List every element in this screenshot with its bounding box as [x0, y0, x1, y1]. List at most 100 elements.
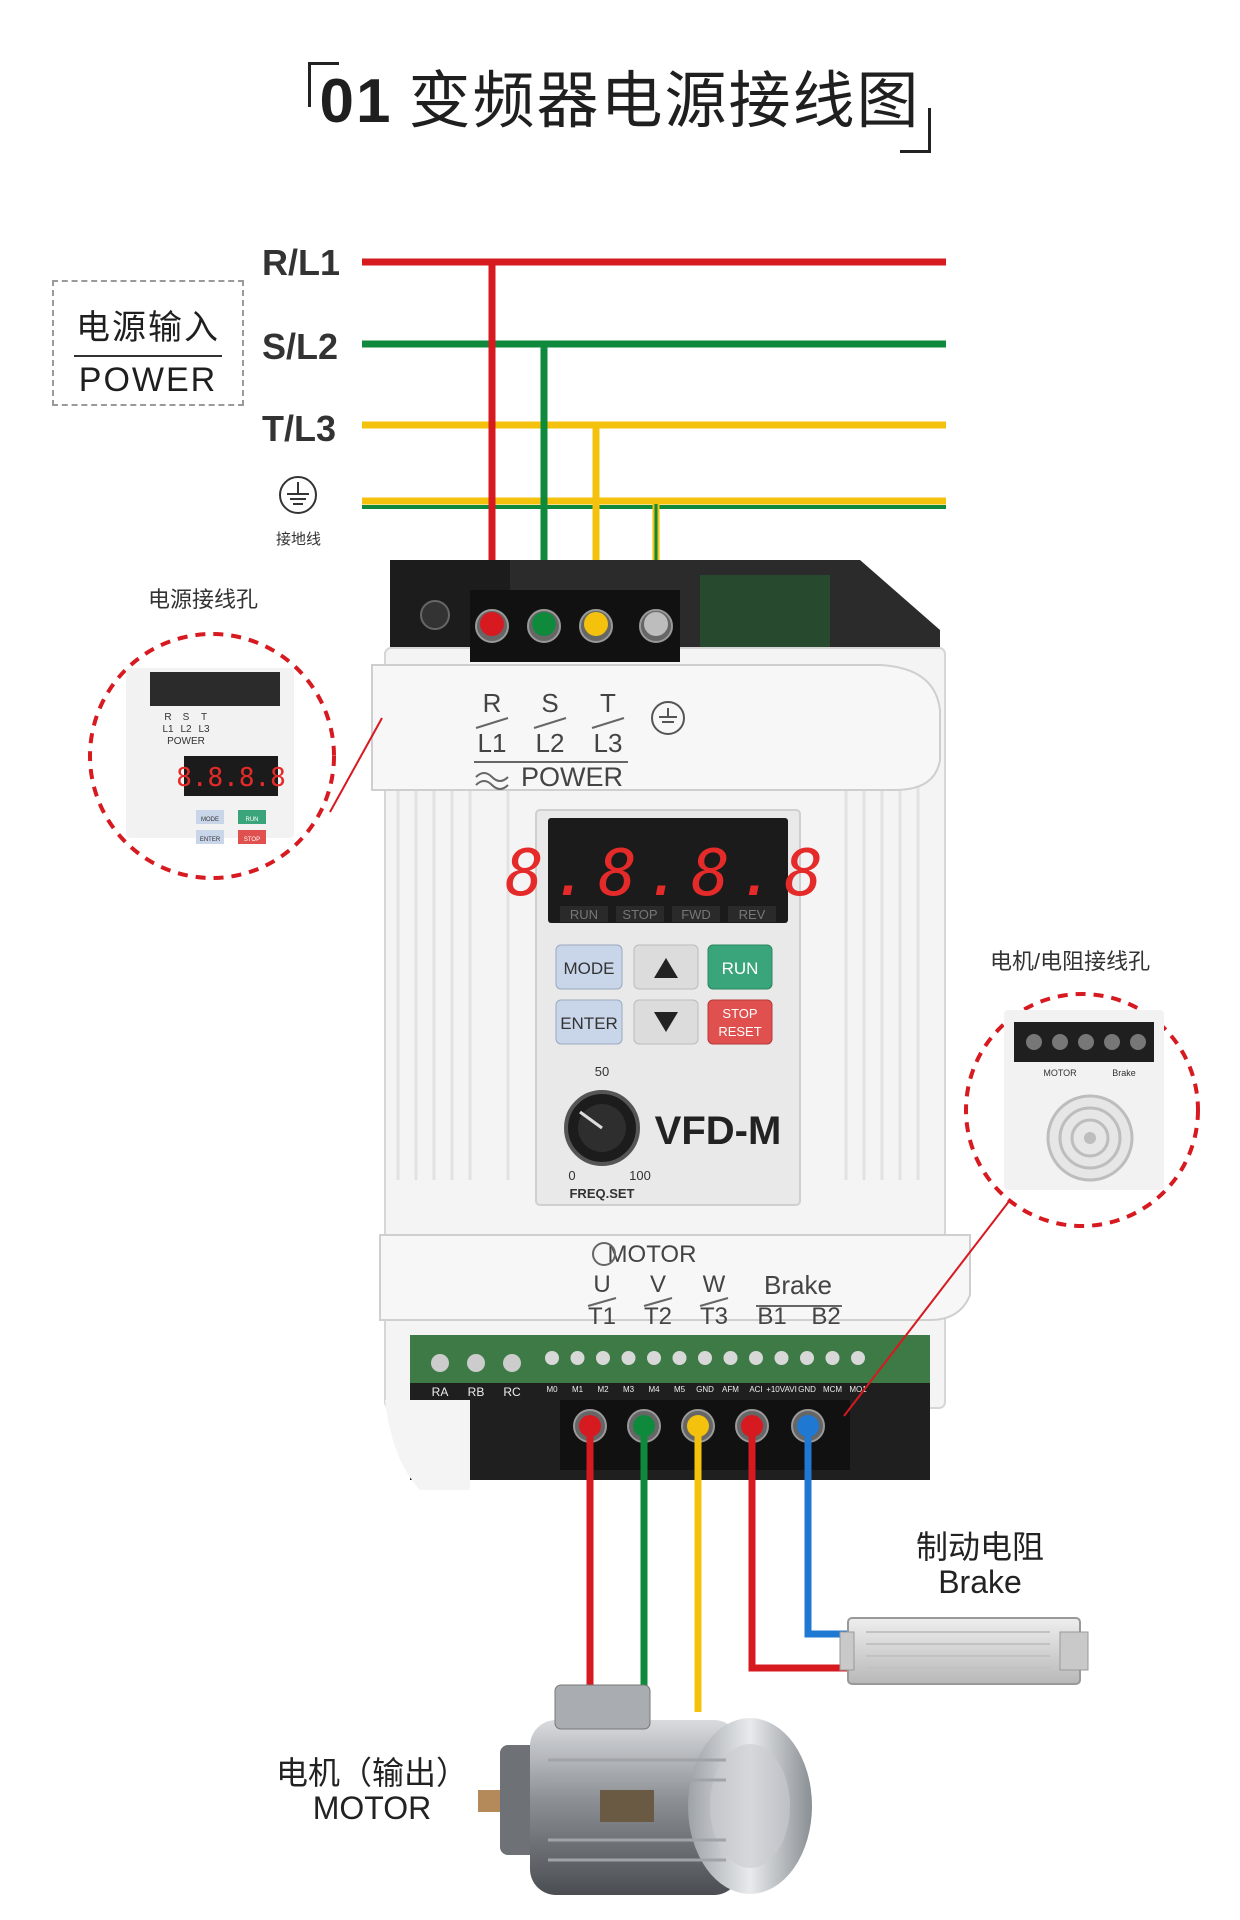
mini-brake: Brake	[1112, 1068, 1136, 1078]
title-bracket-close	[900, 108, 931, 153]
arrow-up-icon	[654, 958, 678, 978]
arrow-down-icon	[654, 1012, 678, 1032]
knob-label: FREQ.SET	[569, 1186, 634, 1201]
motor-cover-label: MOTOR	[608, 1241, 697, 1268]
wire-end-t	[584, 612, 608, 636]
title-text: 变频器电源接线图	[408, 67, 921, 136]
terminal-u: U	[593, 1271, 610, 1298]
wire-end-s	[532, 612, 556, 636]
mini-terminal-l3: L3	[198, 724, 210, 735]
status-leds: RUN STOP FWD REV	[560, 906, 776, 922]
right-callout: MOTOR Brake	[964, 992, 1200, 1228]
io-terminal-screw	[596, 1351, 610, 1365]
wire-end-r	[480, 612, 504, 636]
mini-terminal-l2: L2	[180, 724, 192, 735]
title-bracket-open	[308, 62, 339, 107]
terminal-v: V	[650, 1271, 666, 1298]
io-terminal-screw	[749, 1351, 763, 1365]
io-terminal-screw	[621, 1351, 636, 1365]
io-terminal-screw	[851, 1351, 865, 1365]
down-button[interactable]	[633, 999, 699, 1045]
io-terminal-screw	[545, 1351, 559, 1365]
io-terminal-label: +10VAVI	[766, 1385, 797, 1394]
io-terminal-screw	[800, 1351, 814, 1365]
top-power-label: POWER	[521, 762, 623, 792]
mini-stop: STOP	[244, 837, 260, 843]
motor-label-en: MOTOR	[312, 1790, 432, 1827]
io-terminal-label: M5	[674, 1385, 686, 1394]
freq-knob[interactable]	[564, 1090, 640, 1166]
motor-label-cn: 电机（输出）	[275, 1755, 468, 1791]
bottom-cover-labels: MOTOR U V W T1 T2 T3 Brake B1 B2	[588, 1241, 841, 1330]
mini-terminal-r: R	[164, 712, 171, 723]
top-terminal-s: S	[541, 688, 558, 718]
up-button[interactable]	[633, 944, 699, 990]
mini-motor: MOTOR	[1043, 1068, 1077, 1078]
power-box-en: POWER	[78, 361, 218, 399]
io-terminal-screw	[570, 1351, 585, 1365]
knob-scale: 50 0 100 FREQ.SET	[568, 1064, 650, 1201]
brake-resistor	[839, 1617, 1089, 1685]
knob-mid: 50	[595, 1064, 609, 1079]
motor-image	[478, 1684, 812, 1895]
left-callout-title: 电源接线孔	[148, 587, 259, 612]
relay-ra: RA	[432, 1385, 449, 1399]
mini-terminal-t: T	[201, 712, 207, 723]
enter-button-label: ENTER	[560, 1014, 618, 1033]
relay-rc: RC	[503, 1385, 521, 1399]
mini-power: POWER	[167, 736, 205, 747]
io-terminal-label: GND	[798, 1385, 816, 1394]
io-terminal-label: M1	[572, 1385, 584, 1394]
brake-resistor-en: Brake	[938, 1564, 1022, 1601]
mini-run: RUN	[246, 817, 259, 823]
top-cover-dividers	[474, 717, 628, 763]
io-terminal-screw	[698, 1351, 712, 1365]
brake-resistor-label: 制动电阻 Brake	[880, 1529, 1080, 1601]
mini-display: 8.8.8.8	[176, 763, 286, 793]
stop-reset-button[interactable]: STOP RESET	[707, 999, 773, 1045]
knob-min: 0	[568, 1168, 575, 1183]
led-fwd: FWD	[681, 907, 711, 922]
io-terminal-label: M0	[546, 1385, 558, 1394]
relay-terminal-block	[420, 1345, 530, 1381]
left-callout: 8.8.8.8 MODE RUN ENTER STOP R S T L1 L2 …	[88, 632, 336, 880]
mini-mode: MODE	[201, 817, 219, 823]
right-callout-pointer	[843, 1199, 1011, 1417]
terminal-b1: B1	[757, 1303, 786, 1330]
terminal-t2: T2	[644, 1303, 672, 1330]
run-button-label: RUN	[722, 959, 759, 978]
io-terminal-label: GND	[696, 1385, 714, 1394]
motor-label: 电机（输出） MOTOR	[262, 1755, 482, 1827]
bottom-cover-dividers	[587, 1297, 842, 1307]
top-ground-icon	[651, 701, 685, 735]
io-terminal-label: M3	[623, 1385, 635, 1394]
top-terminal-l1: L1	[478, 728, 507, 758]
top-terminal-l2: L2	[536, 728, 565, 758]
io-terminal-screw	[647, 1351, 661, 1365]
line-label-s: S/L2	[262, 326, 339, 367]
led-run: RUN	[570, 907, 598, 922]
model-name: VFD-M	[655, 1109, 782, 1153]
reset-button-label: RESET	[718, 1024, 761, 1039]
top-terminal-r: R	[483, 688, 502, 718]
mini-terminal-s: S	[183, 712, 190, 723]
terminal-b2: B2	[811, 1303, 840, 1330]
run-button[interactable]: RUN	[707, 944, 773, 990]
io-terminal-label: M2	[597, 1385, 609, 1394]
stop-button-label: STOP	[722, 1006, 757, 1021]
ground-symbol-icon	[279, 476, 317, 514]
terminal-t3: T3	[700, 1303, 728, 1330]
power-wave-icon	[475, 772, 509, 790]
mode-button[interactable]: MODE	[555, 944, 623, 990]
motor-terminal-block	[560, 1400, 850, 1470]
io-terminal-label: MCM	[823, 1385, 842, 1394]
ground-label: 接地线	[276, 531, 322, 548]
mode-button-label: MODE	[564, 959, 615, 978]
terminal-w: W	[703, 1271, 726, 1298]
enter-button[interactable]: ENTER	[555, 999, 623, 1045]
mini-enter: ENTER	[200, 837, 221, 843]
io-terminal-label: AFM	[722, 1385, 739, 1394]
led-rev: REV	[739, 907, 766, 922]
